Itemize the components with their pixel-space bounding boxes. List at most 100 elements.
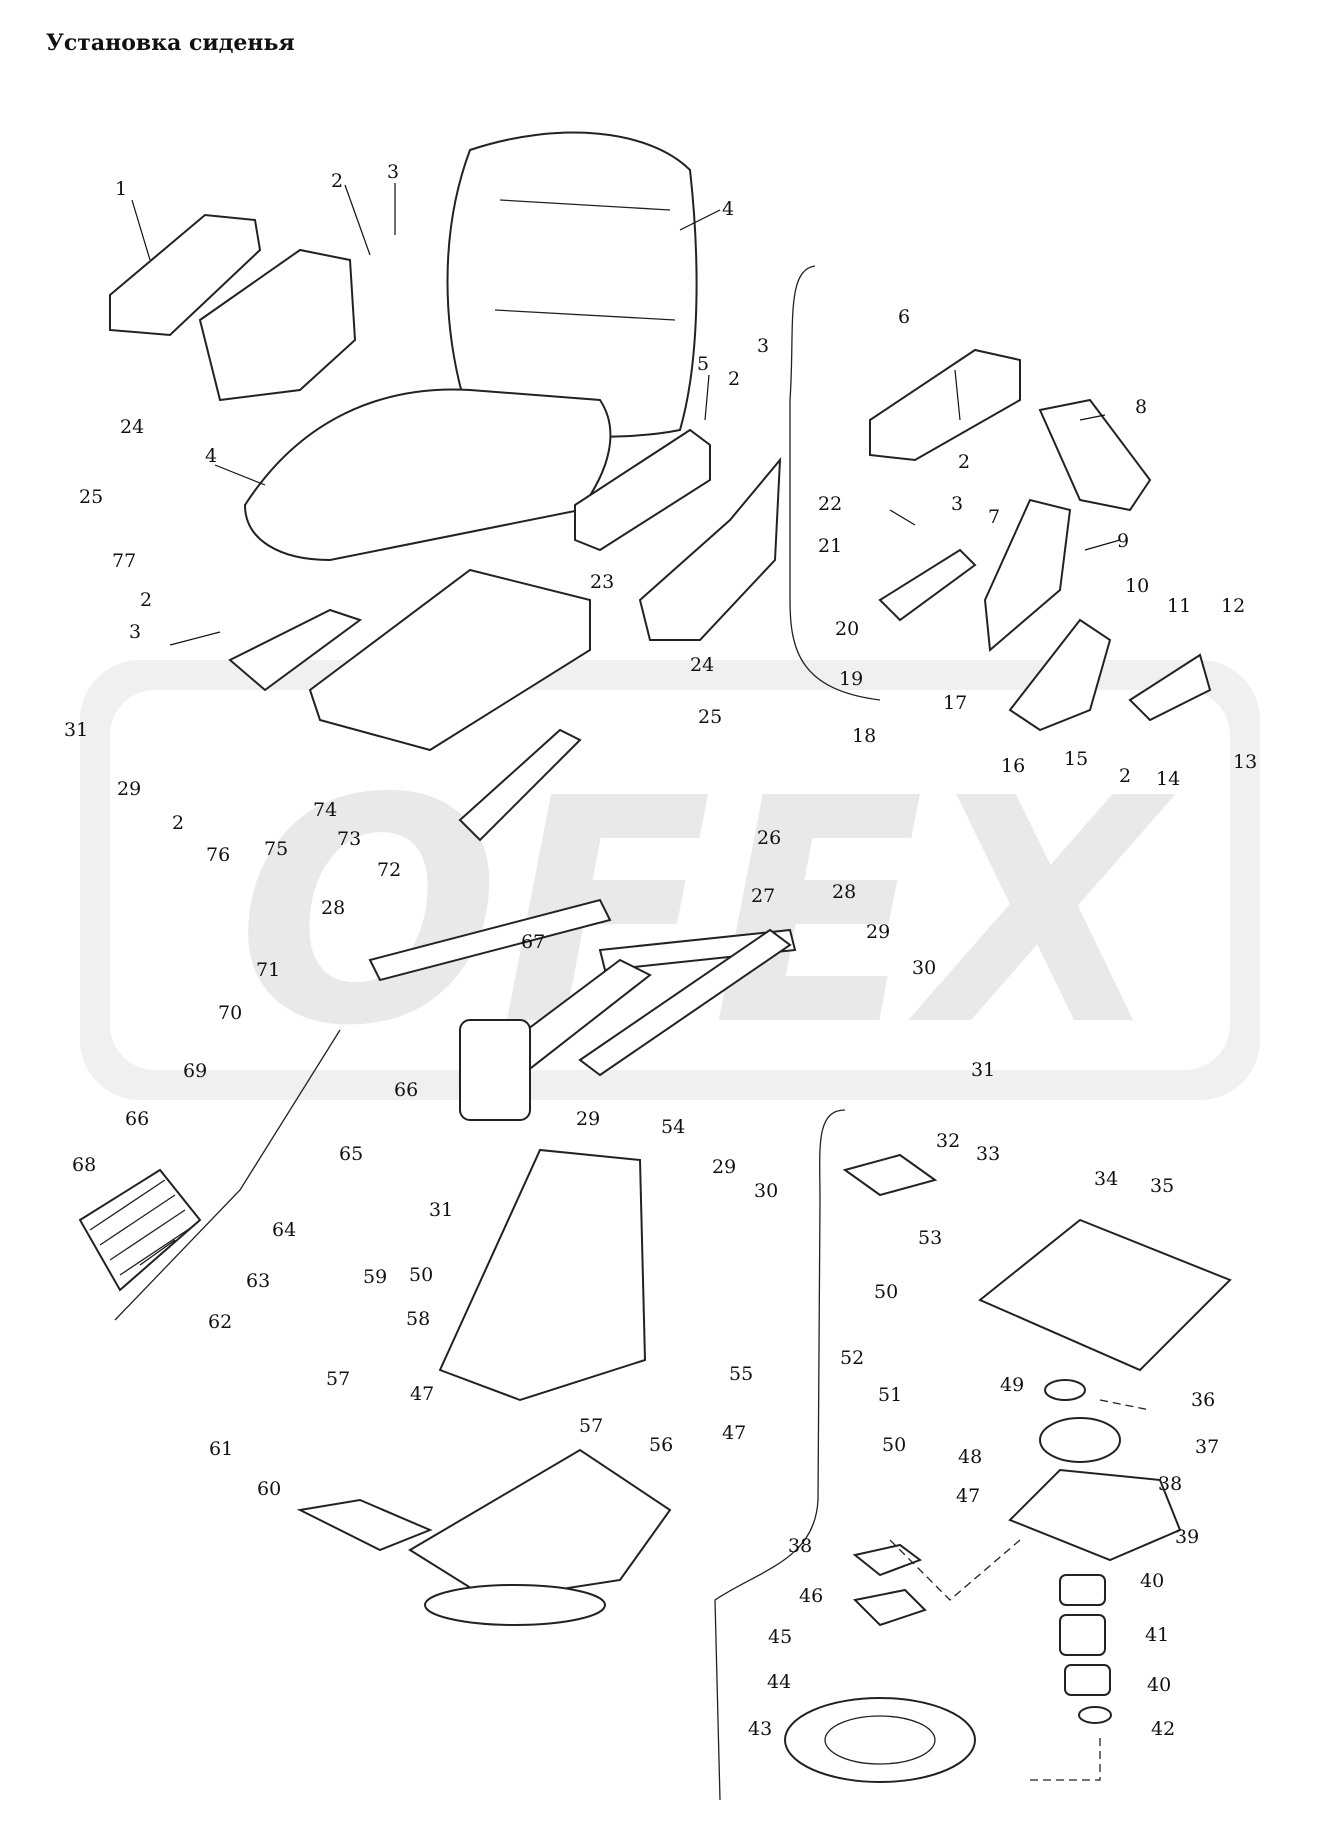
callout-27: 27 bbox=[751, 885, 775, 907]
pedal-plate-35 bbox=[842, 1153, 1232, 1372]
callout-30: 30 bbox=[912, 957, 936, 979]
base-plate bbox=[296, 1448, 672, 1626]
callout-59: 59 bbox=[363, 1266, 387, 1288]
callout-77: 77 bbox=[112, 550, 136, 572]
callout-74: 74 bbox=[313, 799, 337, 821]
callout-76: 76 bbox=[206, 844, 230, 866]
armrest-left bbox=[109, 213, 357, 402]
callout-29: 29 bbox=[117, 778, 141, 800]
callout-3: 3 bbox=[757, 335, 769, 357]
callout-7: 7 bbox=[988, 506, 1000, 528]
callout-72: 72 bbox=[377, 859, 401, 881]
callout-75: 75 bbox=[264, 838, 288, 860]
callout-53: 53 bbox=[918, 1227, 942, 1249]
callout-21: 21 bbox=[818, 535, 842, 557]
callout-26: 26 bbox=[757, 827, 781, 849]
callout-50: 50 bbox=[882, 1434, 906, 1456]
callout-30: 30 bbox=[754, 1180, 778, 1202]
callout-19: 19 bbox=[839, 668, 863, 690]
divider-lower bbox=[714, 1109, 846, 1801]
callout-8: 8 bbox=[1135, 396, 1147, 418]
callout-13: 13 bbox=[1233, 751, 1257, 773]
callout-35: 35 bbox=[1150, 1175, 1174, 1197]
callout-60: 60 bbox=[257, 1478, 281, 1500]
callout-18: 18 bbox=[852, 725, 876, 747]
callout-50: 50 bbox=[874, 1281, 898, 1303]
callout-40: 40 bbox=[1140, 1570, 1164, 1592]
callout-22: 22 bbox=[818, 493, 842, 515]
callout-1: 1 bbox=[115, 178, 127, 200]
callout-29: 29 bbox=[712, 1156, 736, 1178]
callout-71: 71 bbox=[256, 959, 280, 981]
callout-2: 2 bbox=[728, 368, 740, 390]
callout-28: 28 bbox=[832, 881, 856, 903]
callout-50: 50 bbox=[409, 1264, 433, 1286]
callout-65: 65 bbox=[339, 1143, 363, 1165]
callout-52: 52 bbox=[840, 1347, 864, 1369]
seat-cushion bbox=[243, 388, 612, 562]
callout-69: 69 bbox=[183, 1060, 207, 1082]
callout-34: 34 bbox=[1094, 1168, 1118, 1190]
lower-bracket bbox=[438, 1148, 647, 1402]
callout-40: 40 bbox=[1147, 1674, 1171, 1696]
bearing-assembly bbox=[784, 1379, 1182, 1783]
callout-57: 57 bbox=[579, 1415, 603, 1437]
callout-37: 37 bbox=[1195, 1436, 1219, 1458]
callout-29: 29 bbox=[866, 921, 890, 943]
divider-lower-left bbox=[114, 1029, 341, 1321]
callout-4: 4 bbox=[205, 445, 217, 467]
callout-4: 4 bbox=[722, 198, 734, 220]
callout-3: 3 bbox=[951, 493, 963, 515]
callout-54: 54 bbox=[661, 1116, 685, 1138]
callout-38: 38 bbox=[1158, 1473, 1182, 1495]
callout-44: 44 bbox=[767, 1671, 791, 1693]
callout-6: 6 bbox=[898, 306, 910, 328]
callout-16: 16 bbox=[1001, 755, 1025, 777]
callout-32: 32 bbox=[936, 1130, 960, 1152]
armrest-right bbox=[574, 428, 782, 641]
callout-3: 3 bbox=[387, 161, 399, 183]
callout-70: 70 bbox=[218, 1002, 242, 1024]
callout-12: 12 bbox=[1221, 595, 1245, 617]
callout-28: 28 bbox=[321, 897, 345, 919]
callout-46: 46 bbox=[799, 1585, 823, 1607]
watermark-text: OFEX bbox=[237, 733, 1176, 1094]
callout-2: 2 bbox=[958, 451, 970, 473]
callout-3: 3 bbox=[129, 621, 141, 643]
callout-10: 10 bbox=[1125, 575, 1149, 597]
callout-24: 24 bbox=[690, 654, 714, 676]
callout-62: 62 bbox=[208, 1311, 232, 1333]
leader-lines bbox=[131, 183, 1121, 1266]
callouts: 1 2 3 4 4 5 2 3 6 8 2 3 24 25 22 21 7 9 … bbox=[64, 161, 1257, 1740]
divider-upper-right bbox=[789, 265, 881, 701]
callout-5: 5 bbox=[697, 353, 709, 375]
callout-66: 66 bbox=[125, 1108, 149, 1130]
callout-23: 23 bbox=[590, 571, 614, 593]
watermark: OFEX bbox=[80, 660, 1260, 1100]
callout-58: 58 bbox=[406, 1308, 430, 1330]
callout-61: 61 bbox=[209, 1438, 233, 1460]
callout-68: 68 bbox=[72, 1154, 96, 1176]
callout-2: 2 bbox=[140, 589, 152, 611]
seat-slide-frame bbox=[228, 568, 591, 752]
seat-backrest bbox=[446, 131, 698, 438]
page-title: Установка сиденья bbox=[46, 30, 295, 56]
callout-31: 31 bbox=[64, 719, 88, 741]
callout-33: 33 bbox=[976, 1143, 1000, 1165]
callout-47: 47 bbox=[956, 1485, 980, 1507]
callout-25: 25 bbox=[79, 486, 103, 508]
callout-67: 67 bbox=[521, 931, 545, 953]
callout-47: 47 bbox=[410, 1383, 434, 1405]
callout-2: 2 bbox=[1119, 765, 1131, 787]
callout-14: 14 bbox=[1156, 768, 1180, 790]
callout-15: 15 bbox=[1064, 748, 1088, 770]
callout-57: 57 bbox=[326, 1368, 350, 1390]
callout-45: 45 bbox=[768, 1626, 792, 1648]
callout-66: 66 bbox=[394, 1079, 418, 1101]
callout-29: 29 bbox=[576, 1108, 600, 1130]
callout-55: 55 bbox=[729, 1363, 753, 1385]
callout-73: 73 bbox=[337, 828, 361, 850]
callout-2: 2 bbox=[172, 812, 184, 834]
callout-36: 36 bbox=[1191, 1389, 1215, 1411]
spring bbox=[78, 1168, 202, 1292]
